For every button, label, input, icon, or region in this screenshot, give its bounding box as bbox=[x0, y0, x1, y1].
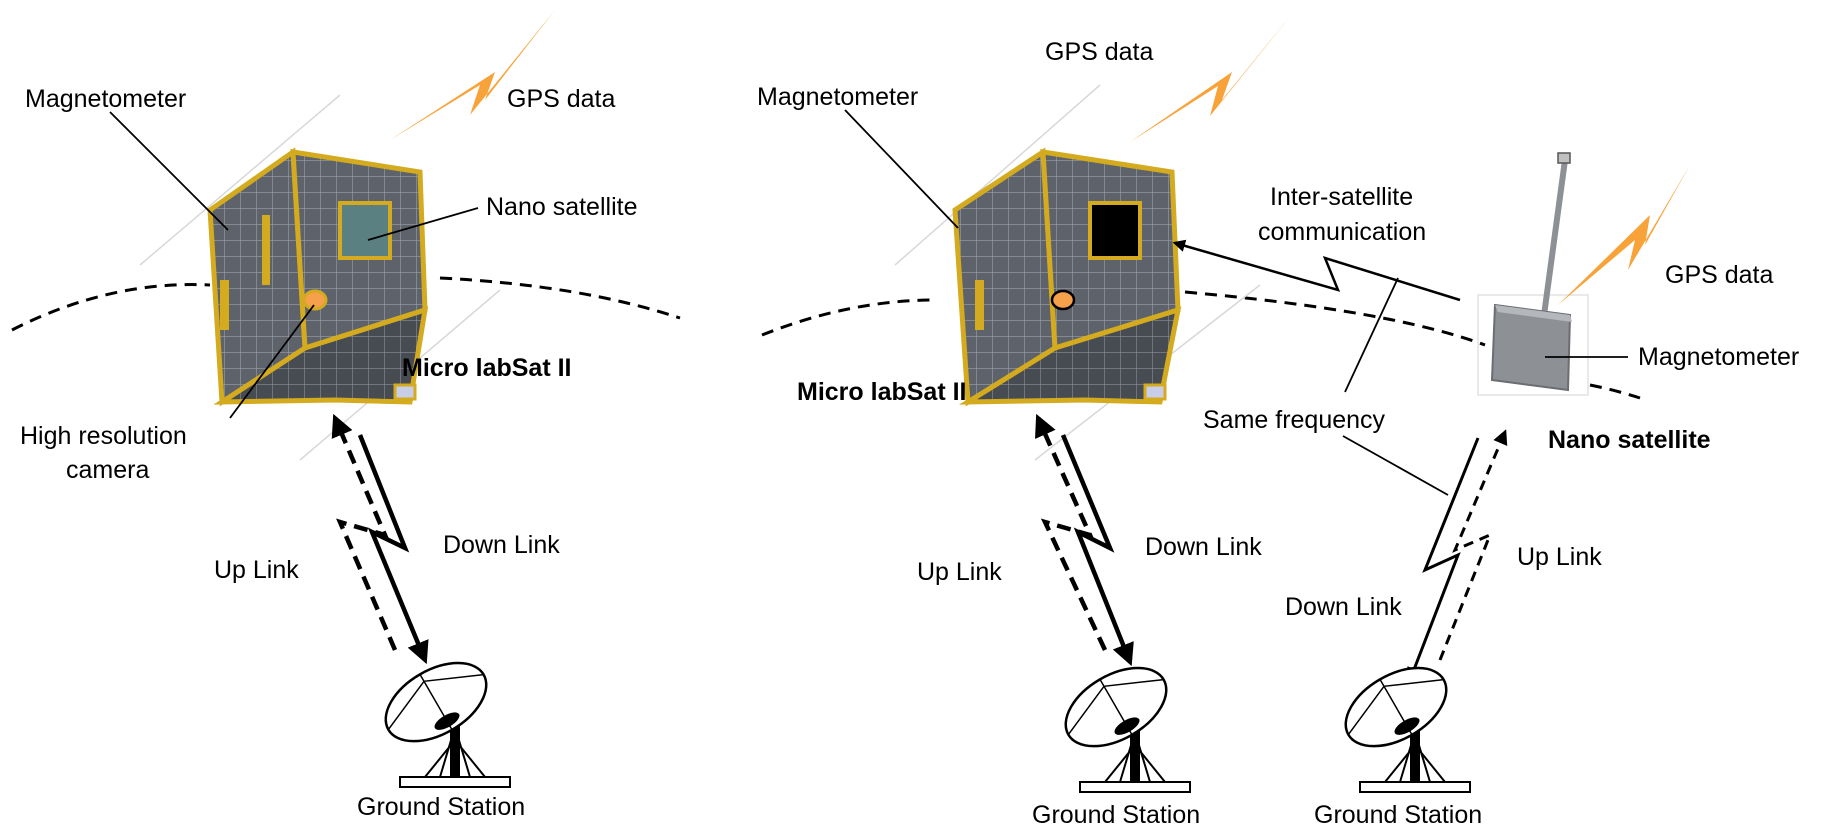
micro-labsat-cube-right bbox=[952, 147, 1182, 407]
nano-cube-top bbox=[1495, 305, 1572, 322]
ground-station-dish-icon-nano bbox=[1344, 666, 1471, 793]
nano-guide-frame bbox=[1477, 294, 1589, 396]
uplink-label-nano: Up Link bbox=[1517, 543, 1602, 571]
corner-plate bbox=[393, 383, 417, 401]
uplink-signal-micro bbox=[1035, 413, 1108, 651]
orbit-path-right-3 bbox=[1589, 383, 1641, 400]
nano-satellite-label-left: Nano satellite bbox=[486, 193, 637, 221]
frame-detail bbox=[262, 215, 270, 285]
downlink-signal-left bbox=[357, 434, 429, 665]
nano-antenna-tip bbox=[1557, 152, 1571, 164]
ground-station-dish-icon-left bbox=[384, 661, 511, 788]
nano-satellite-name-label: Nano satellite bbox=[1548, 426, 1711, 454]
gps-data-label-micro: GPS data bbox=[1045, 38, 1153, 66]
camera-label-line2: camera bbox=[66, 456, 149, 484]
gps-data-label-nano: GPS data bbox=[1665, 261, 1773, 289]
inter-satellite-link bbox=[1172, 239, 1461, 302]
downlink-signal-nano bbox=[1407, 437, 1480, 683]
magnetometer-callout-micro bbox=[844, 109, 959, 229]
camera-lens-right bbox=[1050, 289, 1076, 311]
nano-antenna bbox=[1539, 159, 1568, 331]
downlink-label-micro: Down Link bbox=[1145, 533, 1262, 561]
camera-label-line1: High resolution bbox=[20, 422, 187, 450]
ground-station-dish-icon-micro bbox=[1064, 666, 1191, 793]
micro-labsat-cube-left bbox=[207, 147, 429, 407]
same-frequency-callout-1 bbox=[1344, 277, 1399, 393]
camera-callout bbox=[229, 304, 315, 419]
left-scene: GPS data Magnetometer Nano satellite Mic… bbox=[11, 10, 681, 821]
camera-lens bbox=[302, 289, 328, 311]
right-scene: GPS data Magnetometer Micro labSat II In… bbox=[757, 14, 1799, 824]
nano-satellite-body bbox=[1490, 152, 1572, 392]
uplink-label-micro: Up Link bbox=[917, 558, 1002, 586]
uplink-label-left: Up Link bbox=[214, 556, 299, 584]
magnetometer-label-left: Magnetometer bbox=[25, 85, 186, 113]
intersat-label-line2: communication bbox=[1258, 218, 1426, 246]
orbit-path-left-2 bbox=[439, 276, 681, 320]
cube-bottom-face bbox=[213, 306, 429, 405]
downlink-signal-micro bbox=[1060, 434, 1134, 667]
downlink-label-left: Down Link bbox=[443, 531, 560, 559]
ground-station-label-nano: Ground Station bbox=[1314, 801, 1482, 824]
gps-data-label-left: GPS data bbox=[507, 85, 615, 113]
uplink-signal-nano bbox=[1438, 429, 1508, 661]
gps-lightning-icon-left bbox=[390, 10, 555, 140]
orbit-path-right-2 bbox=[1184, 290, 1486, 347]
intersat-label-line1: Inter-satellite bbox=[1270, 183, 1413, 211]
downlink-label-nano: Down Link bbox=[1285, 593, 1402, 621]
frame-detail-2 bbox=[220, 280, 229, 330]
uplink-signal-left bbox=[331, 413, 398, 651]
corner-plate-r bbox=[1143, 383, 1167, 401]
orbit-path-right bbox=[761, 298, 936, 337]
cube-bottom-face-r bbox=[958, 306, 1182, 405]
ground-station-label-left: Ground Station bbox=[357, 793, 525, 821]
frame-detail-r bbox=[975, 280, 984, 330]
gps-lightning-icon-micro bbox=[1130, 14, 1292, 142]
nano-satellite-bay bbox=[338, 201, 392, 260]
magnetometer-label-micro: Magnetometer bbox=[757, 83, 918, 111]
nano-cube bbox=[1490, 303, 1572, 392]
same-frequency-callout-2 bbox=[1342, 435, 1449, 496]
ground-station-label-micro: Ground Station bbox=[1032, 801, 1200, 824]
empty-nano-bay bbox=[1088, 201, 1142, 260]
magnetometer-label-nano: Magnetometer bbox=[1638, 343, 1799, 371]
micro-labsat-label-right: Micro labSat II bbox=[797, 378, 966, 406]
nano-satellite-callout-left bbox=[367, 207, 479, 241]
magnetometer-callout-left bbox=[109, 111, 229, 231]
orbit-path-left bbox=[11, 283, 211, 332]
same-frequency-label: Same frequency bbox=[1203, 406, 1386, 434]
micro-labsat-label-left: Micro labSat II bbox=[402, 354, 571, 382]
